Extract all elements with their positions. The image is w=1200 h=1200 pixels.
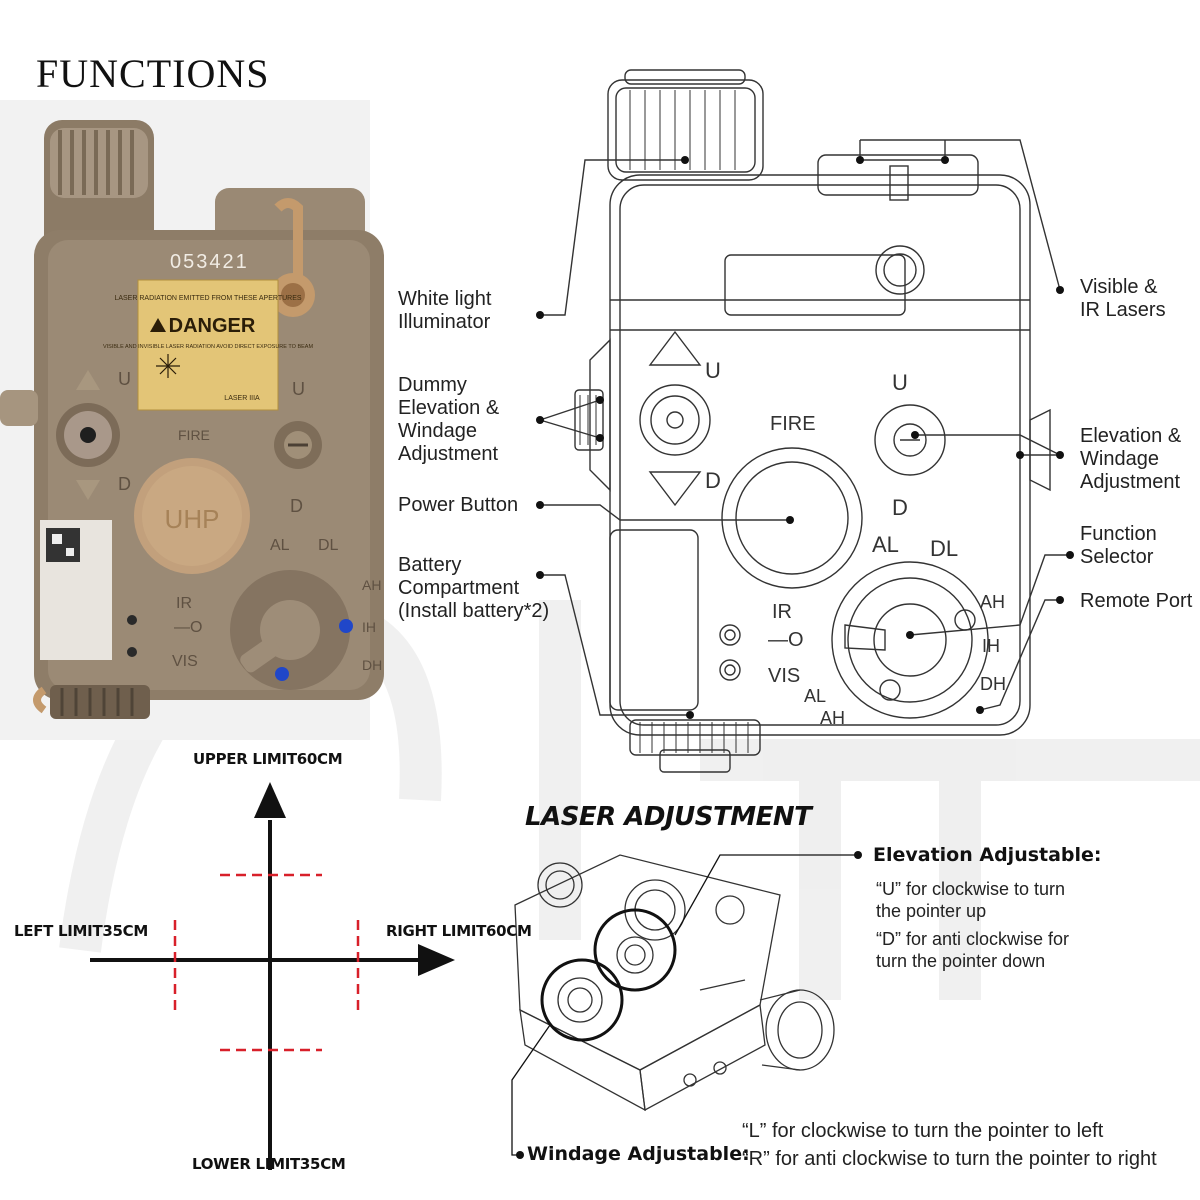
upper-limit-label: UPPER LIMIT60CM [193,750,343,768]
line-mark-fire: FIRE [770,413,816,435]
limits-cross [90,782,455,1170]
line-mark-vis: VIS [768,665,800,687]
line-mark-ah: AH [980,592,1005,612]
line-mark-u-left: U [705,358,721,383]
laser-class: LASER IIIA [224,395,260,402]
line-mark-dl: DL [930,536,958,561]
line-mark-d-right: D [892,495,908,520]
callout-elevation-windage: Elevation &Windage Adjustment [1080,425,1182,493]
line-mark-off: —O [768,629,804,651]
mark-al: AL [270,537,290,554]
line-mark-al: AL [872,532,899,557]
warning-sub: VISIBLE AND INVISIBLE LASER RADIATION AV… [103,344,313,350]
callout-visible-ir-lasers: Visible &IR Lasers [1080,276,1166,321]
warning-header: LASER RADIATION EMITTED FROM THESE APERT… [114,295,301,302]
line-mark-d-left: D [705,468,721,493]
laser-adjustment-drawing [511,854,858,1156]
mark-ir: IR [176,595,192,612]
line-mark-ir: IR [772,601,792,623]
elevation-description: “U” for clockwise to turn the pointer up… [876,879,1070,971]
right-limit-label: RIGHT LIMIT60CM [386,922,532,940]
danger-label: DANGER [169,315,256,337]
mark-ah: AH [362,577,381,593]
laser-adjustment-heading: LASER ADJUSTMENT [525,802,812,832]
left-limit-label: LEFT LIMIT35CM [14,922,148,940]
callout-remote-port: Remote Port [1080,590,1193,612]
mark-dh: DH [362,657,382,673]
mark-d-right: D [290,496,303,516]
device-line-drawing: U D U D FIRE AL DL AH IH DH IR —O VIS AL… [574,69,1051,773]
brand-label: UHP [165,504,220,534]
mark-ih: IH [362,619,376,635]
mark-fire: FIRE [178,427,210,443]
mark-u-right: U [292,379,305,399]
mark-off: —O [174,619,202,636]
callout-power-button: Power Button [398,494,519,516]
elevation-adjustable-title: Elevation Adjustable: [873,844,1102,866]
lower-limit-label: LOWER LIMIT35CM [192,1155,346,1173]
page-title: FUNCTIONS [36,51,270,96]
line-mark-dh: DH [980,674,1006,694]
windage-description: “L” for clockwise to turn the pointer to… [742,1120,1157,1170]
line-mark-ah2: AH [820,708,845,728]
line-mark-al2: AL [804,686,826,706]
mark-d-left: D [118,474,131,494]
mark-dl: DL [318,537,339,554]
line-mark-u-right: U [892,370,908,395]
line-mark-ih: IH [982,636,1000,656]
device-serial: 053421 [170,251,249,273]
mark-vis: VIS [172,653,198,670]
device-photo: 053421 LASER RADIATION EMITTED FROM THES… [0,100,384,740]
mark-u-left: U [118,369,131,389]
windage-adjustable-title: Windage Adjustable: [527,1143,750,1165]
